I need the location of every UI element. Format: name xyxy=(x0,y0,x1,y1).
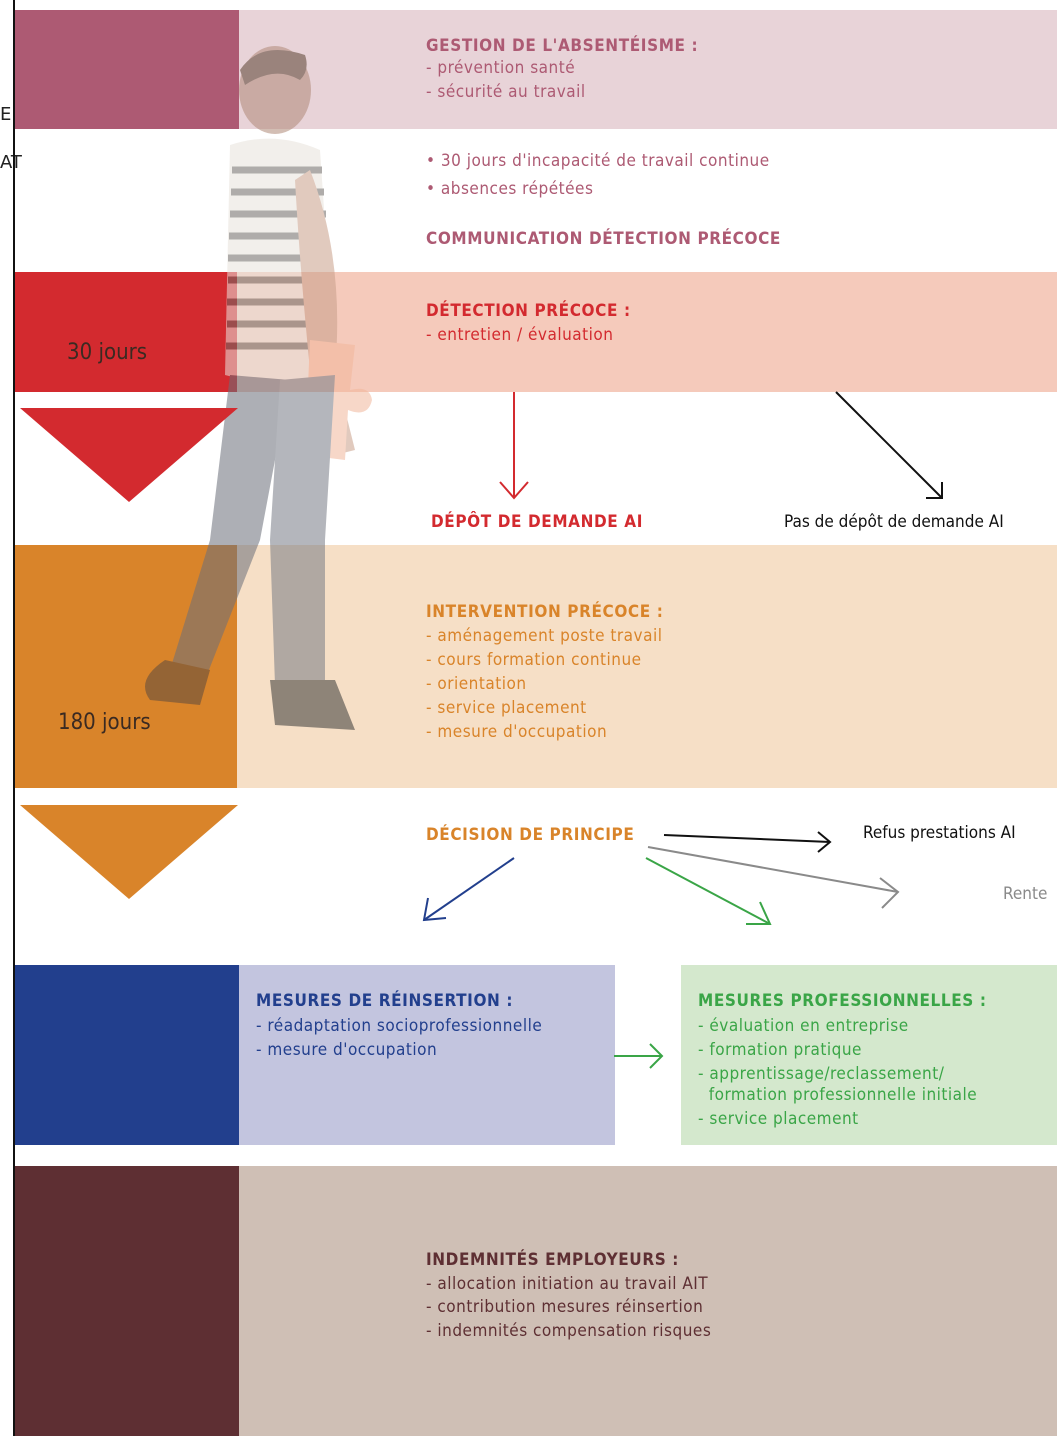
indemnites-item-2: - contribution mesures réinsertion xyxy=(426,1297,704,1317)
reinsertion-to-professionnelles-arrow xyxy=(614,1043,664,1069)
trigger-item-1: • 30 jours d'incapacité de travail conti… xyxy=(426,151,770,171)
absenteisme-title: GESTION DE L'ABSENTÉISME : xyxy=(426,36,699,56)
red-down-triangle xyxy=(20,408,238,502)
professionnelles-panel xyxy=(681,965,1057,1145)
professionnelles-item-3: - apprentissage/reclassement/ xyxy=(698,1064,945,1084)
intervention-panel xyxy=(237,545,1057,788)
detection-title: DÉTECTION PRÉCOCE : xyxy=(426,301,631,321)
days-180-label: 180 jours xyxy=(58,710,151,735)
professionnelles-item-1: - évaluation en entreprise xyxy=(698,1016,909,1036)
days-30-label: 30 jours xyxy=(67,340,148,365)
decision-arrows xyxy=(422,831,900,925)
detection-arrows xyxy=(499,391,943,500)
professionnelles-item-5: - service placement xyxy=(698,1109,859,1129)
rente-label: Rente xyxy=(1003,884,1048,904)
refus-prestations-label: Refus prestations AI xyxy=(863,823,1016,843)
absenteisme-item-2: - sécurité au travail xyxy=(426,82,586,102)
detection-panel xyxy=(237,272,1057,392)
reinsertion-bar xyxy=(15,965,239,1145)
depot-demande-label: DÉPÔT DE DEMANDE AI xyxy=(431,512,643,532)
indemnites-item-3: - indemnités compensation risques xyxy=(426,1321,712,1341)
professionnelles-item-4: formation professionnelle initiale xyxy=(698,1085,978,1105)
reinsertion-title: MESURES DE RÉINSERTION : xyxy=(256,991,514,1011)
left-rule xyxy=(13,0,15,1436)
indemnites-bar xyxy=(15,1166,239,1436)
decision-title: DÉCISION DE PRINCIPE xyxy=(426,825,635,845)
trigger-item-2: • absences répétées xyxy=(426,179,594,199)
professionnelles-item-2: - formation pratique xyxy=(698,1040,862,1060)
intervention-item-2: - cours formation continue xyxy=(426,650,642,670)
cropped-text-fragment-1: E xyxy=(0,104,12,125)
indemnites-title: INDEMNITÉS EMPLOYEURS : xyxy=(426,1250,679,1270)
professionnelles-title: MESURES PROFESSIONNELLES : xyxy=(698,991,987,1011)
communication-label: COMMUNICATION DÉTECTION PRÉCOCE xyxy=(426,229,781,249)
detection-bar xyxy=(15,272,237,392)
pas-de-depot-label: Pas de dépôt de demande AI xyxy=(784,512,1004,532)
detection-item-1: - entretien / évaluation xyxy=(426,325,614,345)
reinsertion-item-2: - mesure d'occupation xyxy=(256,1040,438,1060)
walking-person-illustration xyxy=(145,46,372,730)
cropped-text-fragment-2: AT xyxy=(0,152,22,173)
absenteisme-panel xyxy=(239,10,1057,129)
reinsertion-item-1: - réadaptation socioprofessionnelle xyxy=(256,1016,543,1036)
intervention-title: INTERVENTION PRÉCOCE : xyxy=(426,602,664,622)
absenteisme-bar xyxy=(15,10,239,129)
intervention-item-5: - mesure d'occupation xyxy=(426,722,608,742)
orange-down-triangle xyxy=(20,805,238,899)
absenteisme-item-1: - prévention santé xyxy=(426,58,576,78)
reinsertion-panel xyxy=(239,965,615,1145)
indemnites-panel xyxy=(239,1166,1057,1436)
intervention-item-3: - orientation xyxy=(426,674,527,694)
indemnites-item-1: - allocation initiation au travail AIT xyxy=(426,1274,709,1294)
intervention-item-4: - service placement xyxy=(426,698,587,718)
intervention-item-1: - aménagement poste travail xyxy=(426,626,663,646)
